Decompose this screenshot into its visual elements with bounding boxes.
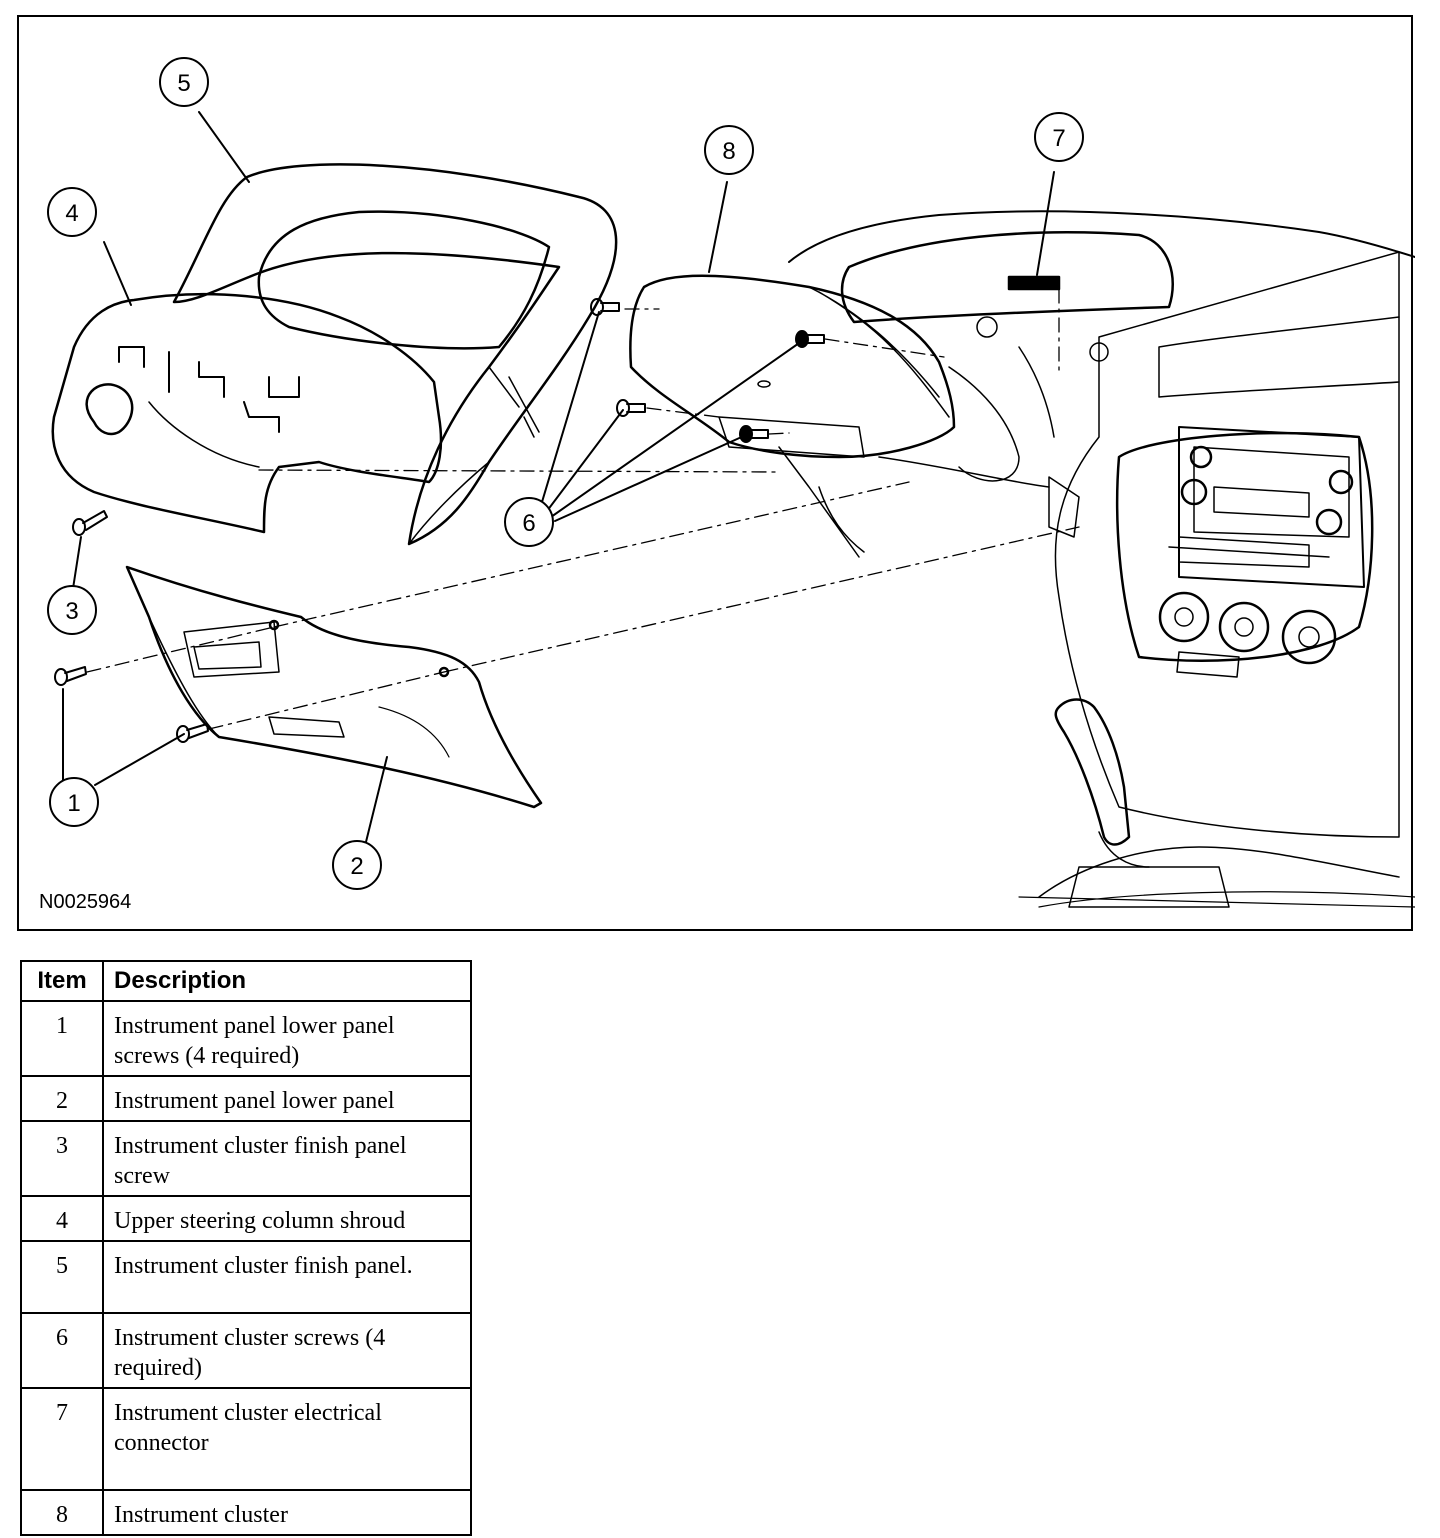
callout-label: 2 xyxy=(350,853,363,880)
callout-4 xyxy=(47,187,97,237)
item-description: Upper steering column shroud xyxy=(102,1195,472,1242)
item-column-header: Item xyxy=(20,960,104,1002)
cluster-screw-d xyxy=(795,330,825,348)
callout-label: 4 xyxy=(65,200,78,227)
table-row: 1 Instrument panel lower panel screws (4… xyxy=(20,1000,472,1077)
lower-panel-screw-a xyxy=(54,666,87,686)
table-row: 8 Instrument cluster xyxy=(20,1489,472,1536)
cluster-screw-a xyxy=(590,298,620,316)
leader-lines xyxy=(62,111,1055,851)
table-row: 5 Instrument cluster finish panel. xyxy=(20,1240,472,1314)
cluster-screw-b xyxy=(616,399,646,417)
table-row: 2 Instrument panel lower panel xyxy=(20,1075,472,1122)
item-number: 3 xyxy=(20,1120,104,1197)
item-number: 7 xyxy=(20,1387,104,1491)
lower-panel-screw-b xyxy=(176,723,209,743)
alignment-lines xyxy=(86,288,1080,730)
item-number: 5 xyxy=(20,1240,104,1314)
item-number: 2 xyxy=(20,1075,104,1122)
instrument-cluster xyxy=(629,274,956,459)
exploded-view-drawing: 5 4 3 1 2 6 8 7 xyxy=(47,57,1415,908)
table-row: 4 Upper steering column shroud xyxy=(20,1195,472,1242)
table-row: 7 Instrument cluster electrical connecto… xyxy=(20,1387,472,1491)
legend-table: Item Description 1 Instrument panel lowe… xyxy=(20,960,472,1536)
upper-steering-column-shroud xyxy=(51,292,443,534)
callout-label: 5 xyxy=(177,70,190,97)
item-description: Instrument cluster finish panel. xyxy=(102,1240,472,1314)
finish-panel-screw xyxy=(72,510,108,536)
callout-7 xyxy=(1034,112,1084,162)
table-row: 6 Instrument cluster screws (4 required) xyxy=(20,1312,472,1389)
callout-label: 7 xyxy=(1052,125,1065,152)
item-description: Instrument cluster screws (4 required) xyxy=(102,1312,472,1389)
callout-3 xyxy=(47,585,97,635)
figure-id: N0025964 xyxy=(39,891,132,913)
callout-1 xyxy=(49,777,99,827)
callout-5 xyxy=(159,57,209,107)
callout-label: 6 xyxy=(522,510,535,537)
item-number: 8 xyxy=(20,1489,104,1536)
cluster-screw-c xyxy=(739,425,769,443)
dashboard-assembly xyxy=(778,210,1415,908)
item-number: 4 xyxy=(20,1195,104,1242)
callout-label: 1 xyxy=(67,790,80,817)
instrument-panel-lower-panel xyxy=(125,565,543,809)
screws xyxy=(54,298,825,743)
item-description: Instrument panel lower panel screws (4 r… xyxy=(102,1000,472,1077)
callout-label: 3 xyxy=(65,598,78,625)
instrument-cluster-finish-panel xyxy=(172,163,618,546)
item-number: 1 xyxy=(20,1000,104,1077)
item-description: Instrument cluster xyxy=(102,1489,472,1536)
callouts xyxy=(47,57,1084,890)
exploded-view-figure: 5 4 3 1 2 6 8 7 N0025964 xyxy=(17,15,1415,931)
table-row: 3 Instrument cluster finish panel screw xyxy=(20,1120,472,1197)
legend-header-row: Item Description xyxy=(20,960,472,1002)
item-description: Instrument cluster finish panel screw xyxy=(102,1120,472,1197)
callout-6 xyxy=(504,497,554,547)
item-description: Instrument cluster electrical connector xyxy=(102,1387,472,1491)
callout-label: 8 xyxy=(722,138,735,165)
callout-8 xyxy=(704,125,754,175)
callout-2 xyxy=(332,840,382,890)
item-description: Instrument panel lower panel xyxy=(102,1075,472,1122)
item-number: 6 xyxy=(20,1312,104,1389)
description-column-header: Description xyxy=(102,960,472,1002)
